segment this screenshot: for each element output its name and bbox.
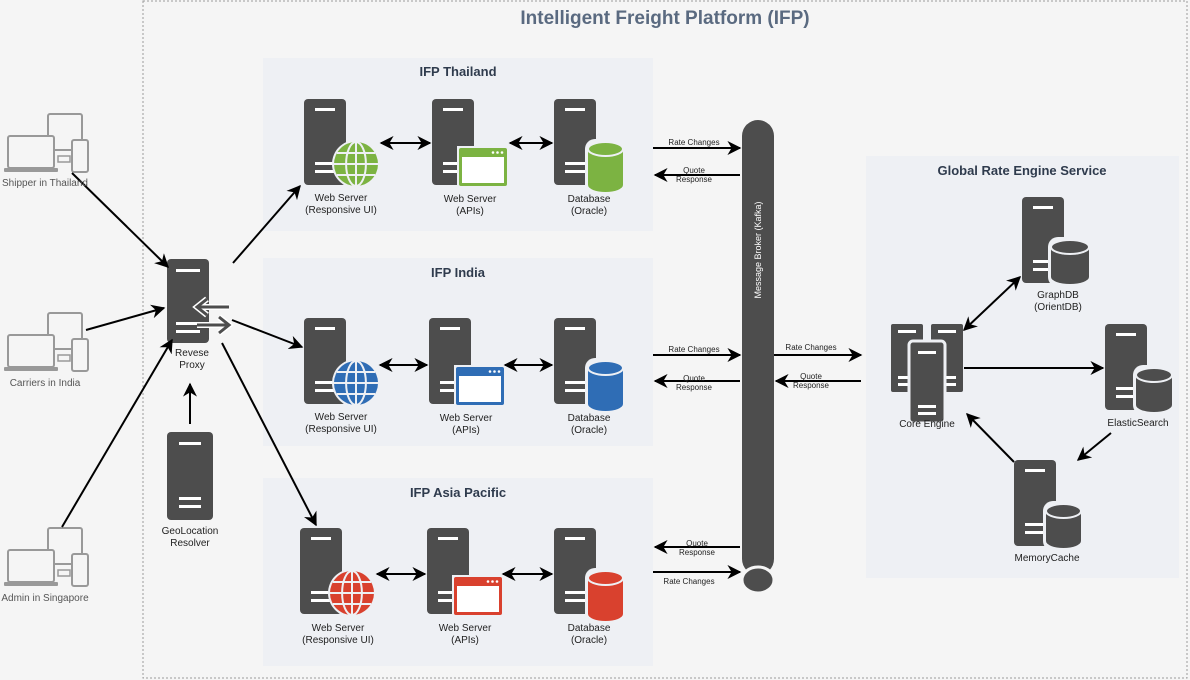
- database-label-asia-pacific: Database(Oracle): [567, 623, 611, 646]
- client-label-thailand: Shipper in Thailand: [2, 178, 88, 189]
- database-label-india: Database(Oracle): [567, 413, 611, 436]
- geolocation-resolver-icon: [167, 432, 213, 520]
- database-cylinder-icon-thailand: [585, 139, 626, 195]
- client-device-icon-thailand: [3, 113, 89, 173]
- edge-core-graphdb: [962, 276, 1022, 331]
- graphdb-label: GraphDB(OrientDB): [1034, 290, 1082, 313]
- ui-server-label-thailand: Web Server(Responsive UI): [305, 193, 377, 216]
- database-label-thailand: Database(Oracle): [567, 194, 611, 217]
- api-server-label-thailand: Web Server(APIs): [443, 194, 497, 217]
- edge-cache-core: [966, 412, 1015, 463]
- engine-title: Global Rate Engine Service: [937, 163, 1107, 178]
- reverse-proxy-icon: [167, 259, 234, 343]
- database-cylinder-icon-india: [585, 358, 626, 414]
- ui-server-label-india: Web Server(Responsive UI): [305, 412, 377, 435]
- edge-label-rate-changes-thailand: Rate Changes: [668, 138, 720, 147]
- database-cylinder-icon-asia-pacific: [585, 568, 626, 624]
- client-label-singapore: Admin in Singapore: [1, 593, 89, 604]
- ui-server-label-asia-pacific: Web Server(Responsive UI): [302, 623, 374, 646]
- elasticsearch-cylinder-icon: [1133, 365, 1175, 415]
- globe-icon-asia-pacific: [328, 569, 376, 617]
- message-broker-kafka: [740, 120, 776, 595]
- api-server-label-asia-pacific: Web Server(APIs): [438, 623, 492, 646]
- globe-icon-thailand: [332, 140, 380, 188]
- client-device-icon-singapore: [3, 527, 89, 587]
- api-server-label-india: Web Server(APIs): [439, 413, 493, 436]
- edge-shipper-to-proxy: [71, 172, 170, 268]
- region-title-asia-pacific: IFP Asia Pacific: [409, 485, 507, 500]
- memorycache-label: MemoryCache: [1014, 553, 1080, 564]
- edge-carriers-to-proxy: [85, 304, 166, 331]
- client-device-icon-india: [3, 312, 89, 372]
- browser-window-icon-india: [454, 365, 506, 407]
- core-engine-label: Core Engine: [899, 419, 955, 430]
- edge-proxy-to-india: [231, 319, 304, 349]
- memorycache-cylinder-icon: [1043, 501, 1084, 551]
- client-label-india: Carriers in India: [9, 378, 81, 389]
- browser-window-icon-thailand: [457, 146, 509, 188]
- edge-proxy-to-thailand: [232, 184, 301, 264]
- edge-elastic-cache: [1076, 432, 1112, 461]
- message-broker-label: Message Broker (Kafka): [753, 201, 763, 299]
- diagram-title: Intelligent Freight Platform (IFP): [520, 8, 810, 29]
- core-engine-icon: [889, 322, 965, 425]
- edge-label-rate-changes-india: Rate Changes: [668, 345, 720, 354]
- edge-admin-to-proxy: [61, 338, 173, 528]
- region-title-india: IFP India: [431, 265, 485, 280]
- elasticsearch-label: ElasticSearch: [1107, 418, 1169, 429]
- globe-icon-india: [332, 359, 380, 407]
- edge-proxy-to-asia-pacific: [221, 342, 317, 527]
- edge-label-rate-changes-asia-pacific: Rate Changes: [663, 577, 715, 586]
- graphdb-cylinder-icon: [1048, 237, 1092, 287]
- browser-window-icon-asia-pacific: [452, 575, 504, 617]
- region-title-thailand: IFP Thailand: [419, 64, 497, 79]
- edge-label-rate-changes-engine: Rate Changes: [785, 343, 837, 352]
